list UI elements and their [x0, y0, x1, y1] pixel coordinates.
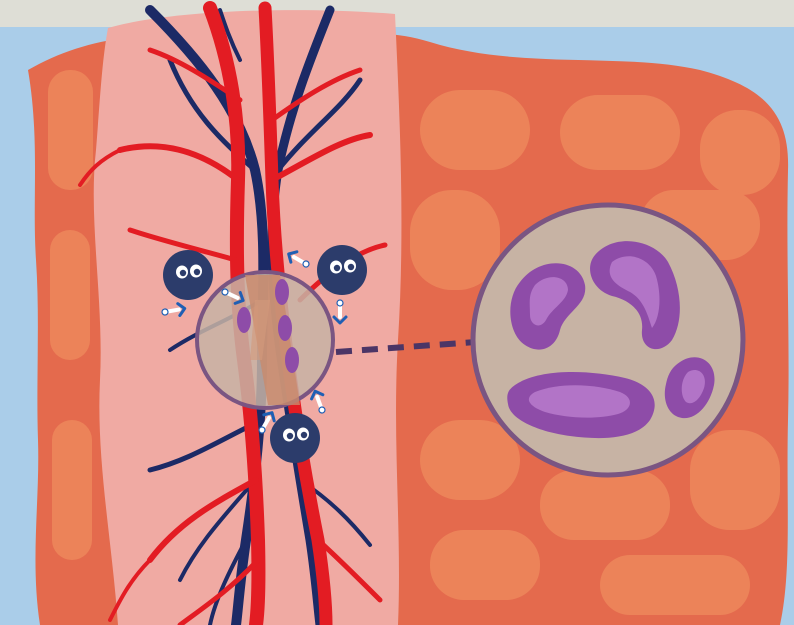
neutrophil-nucleus-icon [473, 205, 743, 475]
top-band [0, 0, 794, 27]
magnifier-lens-icon [197, 272, 333, 408]
